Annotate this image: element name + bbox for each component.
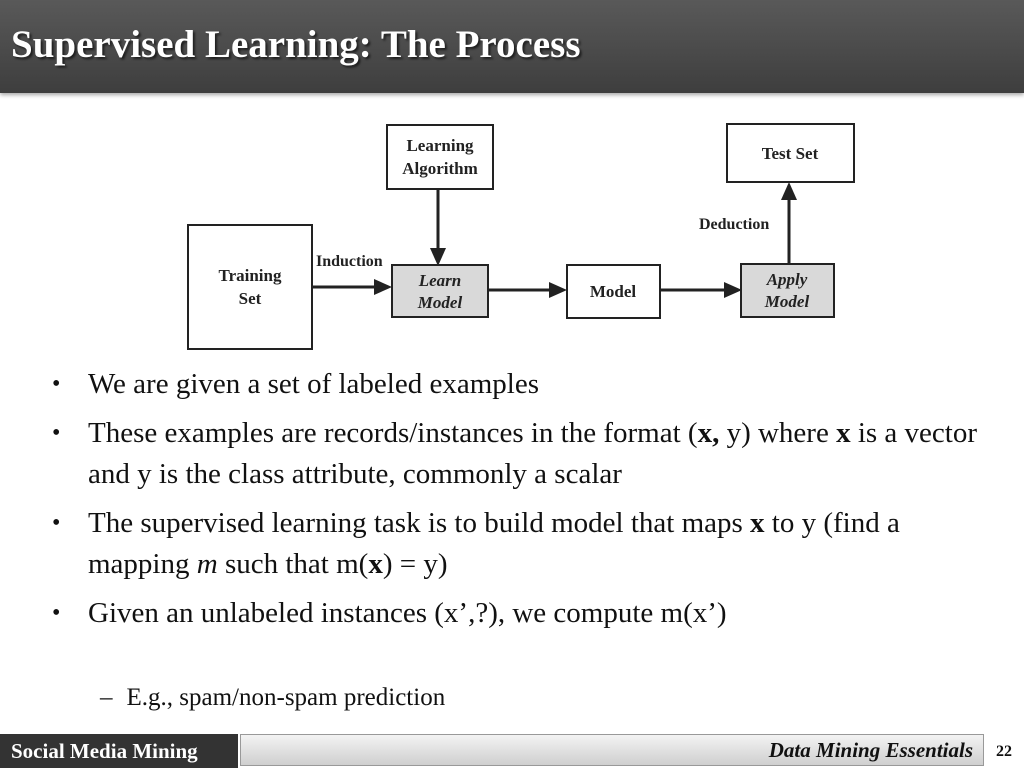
bullet-text-run: is a vector and y is the class attribute… [88, 417, 977, 490]
bullet-text-run: x [750, 507, 765, 539]
learning-algorithm-label-2: Algorithm [402, 159, 478, 178]
bullet-text-run: m [196, 548, 218, 580]
footer-course-label: Social Media Mining [11, 739, 198, 763]
page-number: 22 [996, 743, 1012, 760]
box-learning-algorithm: Learning Algorithm [386, 124, 494, 190]
model-label: Model [590, 282, 637, 301]
footer-chapter: Data Mining Essentials [240, 734, 984, 766]
box-training-set: Training Set [187, 224, 313, 350]
bullet-text-run: The supervised learning task is to build… [88, 507, 751, 539]
deduction-label: Deduction [699, 216, 769, 233]
training-set-label-1: Training [219, 266, 282, 285]
sub-bullet-dash: – [100, 684, 113, 711]
apply-model-label-2: Model [764, 292, 810, 311]
bullet-item: • We are given a set of labeled examples [48, 364, 988, 405]
apply-model-label-1: Apply [766, 270, 808, 289]
box-model: Model [566, 264, 661, 319]
bullet-item: • The supervised learning task is to buil… [48, 503, 988, 585]
bullet-text-run: y) where [719, 417, 837, 449]
learning-algorithm-label-1: Learning [406, 136, 474, 155]
arrow-learn-to-model [488, 282, 567, 298]
box-learn-model: Learn Model [391, 264, 489, 318]
bullet-item: • These examples are records/instances in… [48, 413, 988, 495]
test-set-label: Test Set [762, 144, 819, 163]
footer-chapter-label: Data Mining Essentials [768, 738, 973, 762]
learn-model-label-2: Model [417, 293, 463, 312]
bullet-text-run: Given an unlabeled instances (x’,?), we … [88, 597, 727, 629]
arrow-training-to-learn [312, 279, 392, 295]
sub-bullet: –E.g., spam/non-spam prediction [100, 684, 445, 712]
title-bar: Supervised Learning: The Process [0, 0, 1024, 93]
box-apply-model: Apply Model [740, 263, 835, 318]
bullet-dot: • [52, 510, 61, 536]
bullet-dot: • [52, 600, 61, 626]
slide-title: Supervised Learning: The Process [11, 23, 581, 66]
footer-course: Social Media Mining [0, 734, 238, 768]
bullet-list: •We are given a set of labeled examples•… [48, 364, 988, 642]
sub-bullet-text: E.g., spam/non-spam prediction [126, 684, 446, 711]
bullet-item: • Given an unlabeled instances (x’,?), we… [48, 593, 988, 634]
bullet-text-run: such that m( [217, 548, 369, 580]
learn-model-label-1: Learn [418, 271, 462, 290]
process-diagram: Learning Algorithm Training Set Learn Mo… [187, 123, 855, 350]
bullet-text-run: to y (find a mapping [88, 507, 900, 580]
bullet-dot: • [52, 371, 61, 397]
arrow-model-to-apply [660, 282, 742, 298]
training-set-label-2: Set [239, 289, 262, 308]
bullet-text-run: We are given a set of labeled examples [88, 368, 539, 400]
bullet-text-run: x [368, 548, 383, 580]
box-test-set: Test Set [726, 123, 855, 183]
induction-label: Induction [316, 253, 383, 270]
bullet-text-run: ) = y) [382, 548, 448, 580]
bullet-dot: • [52, 420, 61, 446]
bullet-text-run: These examples are records/instances in … [88, 417, 698, 449]
bullet-text-run: x [836, 417, 851, 449]
bullet-text-run: x, [697, 417, 720, 449]
arrow-apply-to-test [781, 182, 797, 264]
arrow-algorithm-to-learn [430, 189, 446, 266]
